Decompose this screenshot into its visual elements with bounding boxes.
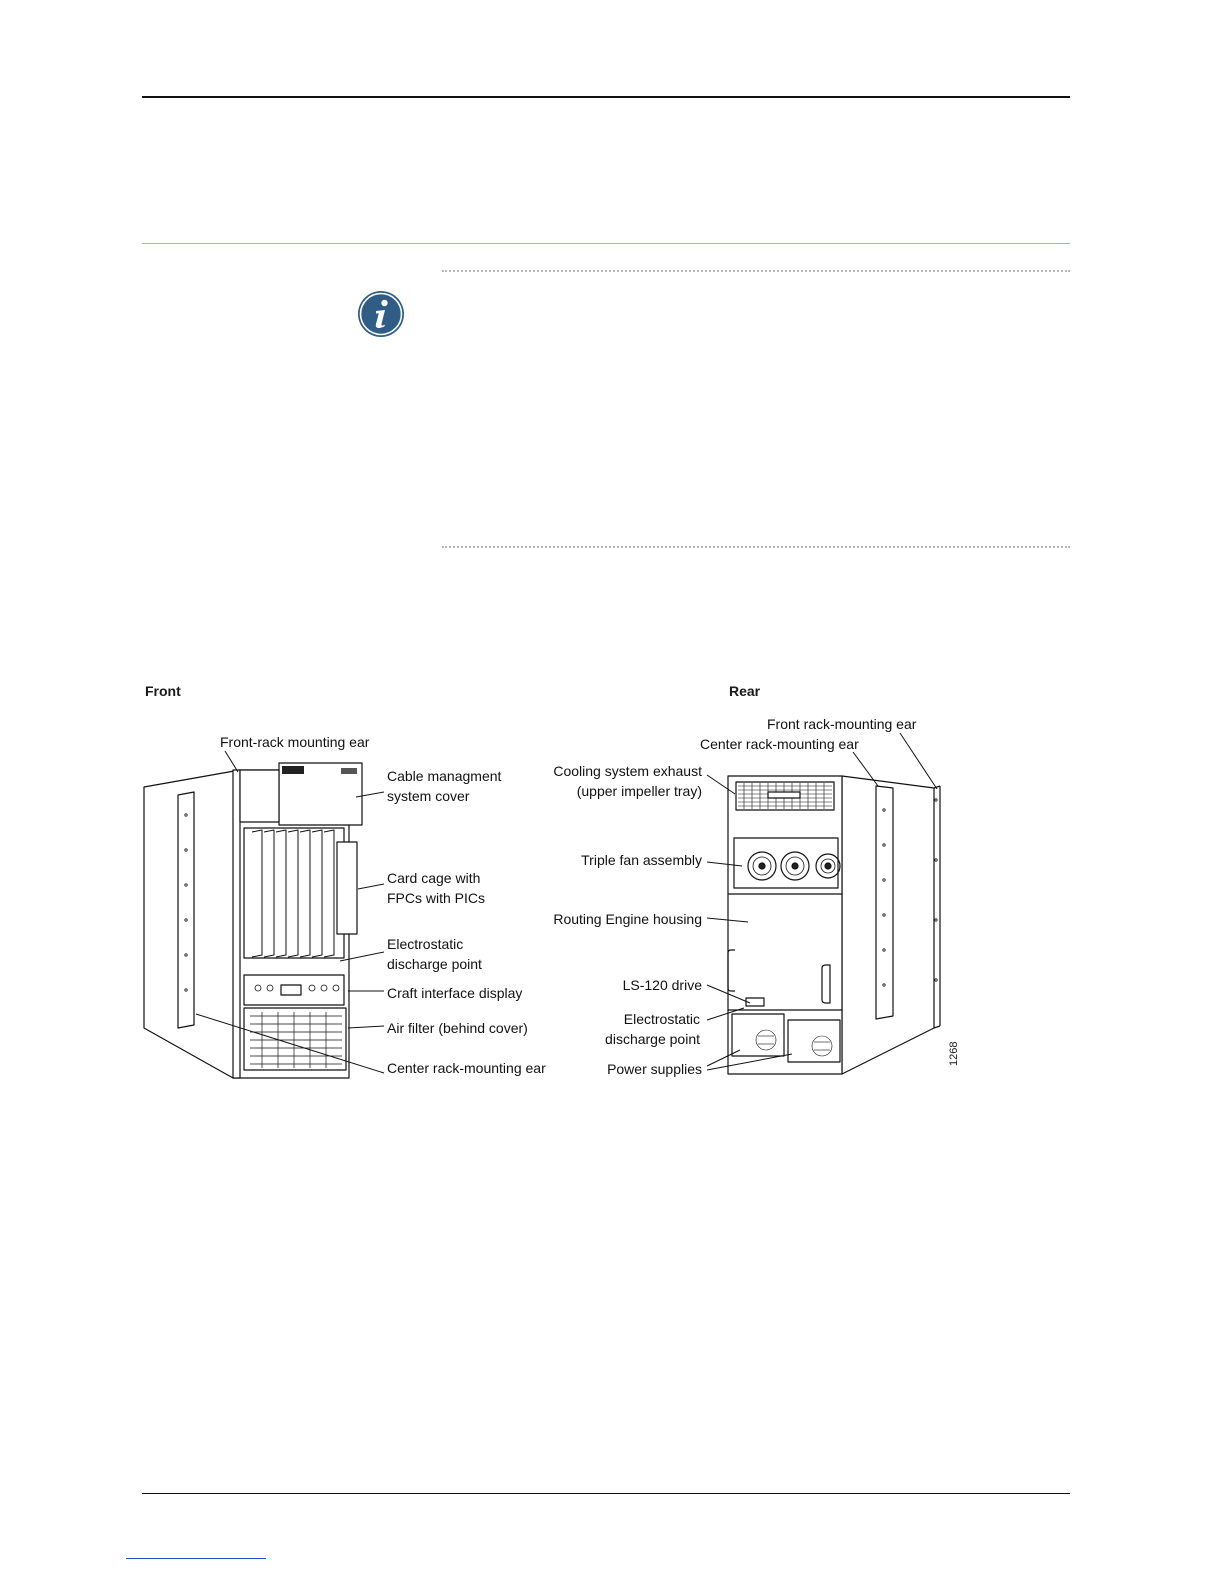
figure-number: 1268 [948, 1041, 960, 1066]
label-cable-management-2: system cover [387, 788, 470, 804]
label-craft-interface: Craft interface display [387, 985, 523, 1001]
label-front-rack-mounting-ear: Front-rack mounting ear [220, 734, 370, 750]
footer-rule [142, 1493, 1070, 1494]
label-card-cage-1: Card cage with [387, 870, 481, 886]
label-triple-fan: Triple fan assembly [581, 852, 702, 868]
label-rear-center-rack-ear: Center rack-mounting ear [700, 736, 859, 752]
label-rear-esd-2: discharge point [605, 1031, 700, 1047]
rear-heading: Rear [729, 683, 761, 699]
label-front-center-rack-ear: Center rack-mounting ear [387, 1060, 546, 1076]
label-routing-engine: Routing Engine housing [553, 911, 702, 927]
front-chassis [143, 762, 363, 1079]
label-front-esd-1: Electrostatic [387, 936, 464, 952]
label-cooling-2: (upper impeller tray) [576, 783, 702, 799]
label-front-esd-2: discharge point [387, 956, 482, 972]
rear-chassis [727, 775, 941, 1075]
footer-link-underline[interactable] [126, 1558, 266, 1559]
label-card-cage-2: FPCs with PICs [387, 890, 486, 906]
note-top-divider [442, 270, 1070, 272]
info-icon [358, 291, 404, 337]
header-rule [142, 96, 1070, 98]
front-heading: Front [145, 683, 181, 699]
label-cooling-1: Cooling system exhaust [553, 763, 702, 779]
label-ls120: LS-120 drive [622, 977, 702, 993]
label-rear-front-rack-ear: Front rack-mounting ear [767, 716, 917, 732]
section-rule [142, 243, 1070, 244]
label-cable-management-1: Cable managment [387, 768, 502, 784]
note-bottom-divider [442, 546, 1070, 548]
label-air-filter: Air filter (behind cover) [387, 1020, 528, 1036]
label-power-supplies: Power supplies [607, 1061, 702, 1077]
label-rear-esd-1: Electrostatic [623, 1011, 700, 1027]
